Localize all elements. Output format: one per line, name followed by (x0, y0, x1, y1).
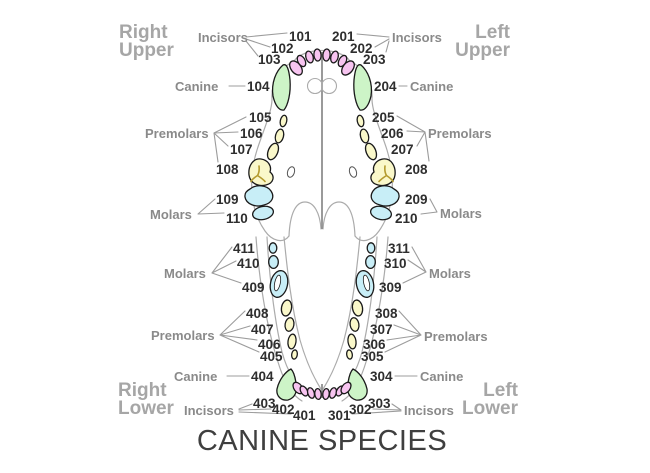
tooth-106-label: 106 (240, 126, 263, 141)
canine-label-lower-right: Canine (174, 369, 218, 384)
tooth-401-label: 401 (293, 408, 316, 423)
tooth-103-label: 103 (258, 52, 281, 67)
corner-label-right-lower: Right Lower (118, 380, 174, 419)
tooth-101-label: 101 (289, 29, 312, 44)
tooth-310-label: 310 (384, 256, 407, 271)
lower-incisor-teeth (292, 381, 352, 401)
tooth-108-label: 108 (216, 162, 239, 177)
tooth-102-label: 102 (271, 41, 294, 56)
canine-label-upper-left: Canine (410, 79, 454, 94)
premolar-tooth-107 (266, 142, 280, 161)
tooth-411-label: 411 (233, 241, 255, 256)
tooth-304-label: 304 (370, 369, 393, 384)
tooth-408-label: 408 (246, 306, 269, 321)
tooth-306-label: 306 (363, 337, 386, 352)
canine-label-lower-left: Canine (420, 369, 464, 384)
incisors-label-upper-right: Incisors (198, 30, 248, 45)
premolar-tooth-405 (291, 349, 298, 360)
incisors-label-lower-right: Incisors (184, 403, 234, 418)
incisors-label-upper-left: Incisors (392, 30, 442, 45)
tooth-210-label: 210 (395, 211, 418, 226)
tooth-404-label: 404 (251, 369, 274, 384)
tooth-204-label: 204 (374, 79, 397, 94)
molar-tooth-411 (268, 242, 278, 254)
premolar-tooth-108 (248, 158, 274, 187)
premolars-label-lower-right: Premolars (151, 328, 215, 343)
tooth-208-label: 208 (405, 162, 428, 177)
page-title: CANINE SPECIES (196, 425, 448, 457)
tooth-309-label: 309 (379, 280, 402, 295)
tooth-105-label: 105 (249, 110, 272, 125)
molar-tooth-109 (244, 185, 274, 207)
upper-right-quadrant-teeth (244, 64, 291, 221)
premolar-tooth-105 (279, 114, 288, 128)
tooth-302-label: 302 (349, 402, 372, 417)
tooth-410-label: 410 (237, 256, 260, 271)
tooth-205-label: 205 (372, 110, 395, 125)
premolar-tooth-408 (280, 299, 293, 317)
corner-label-left-upper: Left Upper (455, 22, 510, 61)
tooth-202-label: 202 (350, 41, 373, 56)
tooth-407-label: 407 (251, 322, 274, 337)
corner-label-right-upper: Right Upper (119, 22, 174, 61)
tooth-206-label: 206 (381, 126, 404, 141)
premolars-label-upper-left: Premolars (428, 126, 492, 141)
premolar-tooth-407 (284, 317, 295, 332)
canine-tooth-104 (271, 64, 291, 111)
leader-lines (197, 32, 438, 415)
upper-incisor-teeth (289, 48, 355, 76)
premolars-label-lower-left: Premolars (424, 329, 488, 344)
midline-and-muzzle (293, 50, 351, 398)
tooth-207-label: 207 (391, 142, 414, 157)
molars-label-lower-left: Molars (429, 266, 471, 281)
tooth-107-label: 107 (230, 142, 253, 157)
molar-tooth-410 (268, 254, 279, 270)
incisors-label-lower-left: Incisors (404, 403, 454, 418)
tooth-305-label: 305 (361, 349, 384, 364)
premolars-label-upper-right: Premolars (145, 126, 209, 141)
incisive-papilla (306, 77, 324, 95)
tooth-406-label: 406 (258, 337, 281, 352)
tooth-402-label: 402 (272, 402, 295, 417)
molar-tooth-110 (251, 205, 275, 221)
tooth-303-label: 303 (368, 396, 391, 411)
molars-label-upper-left: Molars (440, 206, 482, 221)
canine-label-upper-right: Canine (175, 79, 219, 94)
molars-label-upper-right: Molars (150, 207, 192, 222)
tooth-409-label: 409 (242, 280, 265, 295)
tooth-405-label: 405 (260, 349, 283, 364)
tooth-301-label: 301 (328, 408, 351, 423)
tooth-403-label: 403 (253, 396, 276, 411)
tooth-203-label: 203 (363, 52, 386, 67)
tooth-307-label: 307 (370, 322, 393, 337)
tooth-110-label: 110 (226, 211, 248, 226)
tooth-109-label: 109 (216, 192, 239, 207)
lower-right-quadrant-teeth (268, 242, 298, 401)
premolar-tooth-106 (274, 128, 285, 144)
tooth-209-label: 209 (405, 192, 428, 207)
tooth-104-label: 104 (247, 79, 270, 94)
corner-label-left-lower: Left Lower (462, 380, 518, 419)
canine-tooth-404 (276, 368, 298, 401)
tooth-201-label: 201 (332, 29, 355, 44)
tooth-308-label: 308 (375, 306, 398, 321)
molars-label-lower-right: Molars (164, 266, 206, 281)
premolar-tooth-406 (287, 333, 297, 350)
tooth-311-label: 311 (388, 241, 410, 256)
